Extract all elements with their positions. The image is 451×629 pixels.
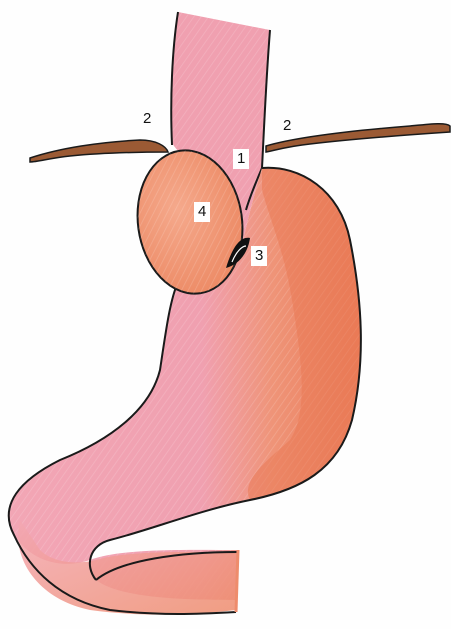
label-esophagus: 1	[233, 149, 249, 169]
diaphragm-left	[30, 140, 168, 162]
pylorus-end	[236, 550, 238, 612]
label-diaphragm-right: 2	[283, 117, 291, 135]
label-diaphragm-left: 2	[143, 110, 151, 128]
diaphragm-right	[266, 124, 450, 152]
label-hiatus: 3	[251, 246, 267, 266]
label-hernia-sac: 4	[194, 202, 210, 222]
